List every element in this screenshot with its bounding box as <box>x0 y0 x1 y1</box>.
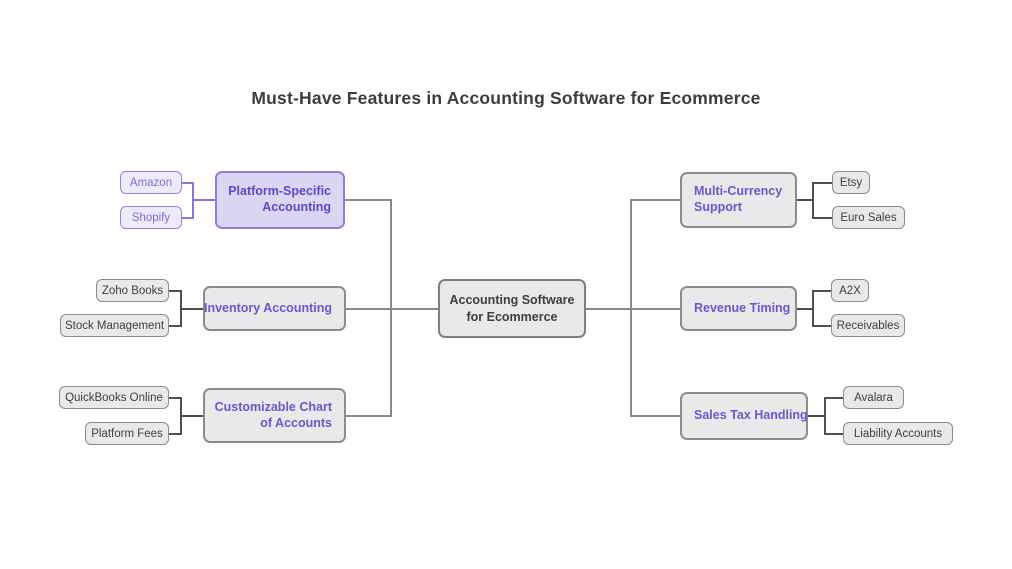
connector-receivables-stub <box>812 324 831 327</box>
node-etsy: Etsy <box>832 171 870 194</box>
node-platform-specific-accounting: Platform-Specific Accounting <box>215 171 345 229</box>
connector-amazon-stub <box>182 181 193 184</box>
node-quickbooks-online: QuickBooks Online <box>59 386 169 409</box>
connector-liability-stub <box>824 432 843 435</box>
node-revenue-timing: Revenue Timing <box>680 286 797 331</box>
connector-center-right-stub <box>586 307 681 310</box>
connector-salestax-stub <box>808 415 826 417</box>
node-amazon: Amazon <box>120 171 182 194</box>
node-central-topic: Accounting Software for Ecommerce <box>438 279 586 338</box>
connector-rgroup1-bracket <box>812 181 814 219</box>
connector-shopify-stub <box>182 216 193 219</box>
connector-group1-mid <box>191 199 215 201</box>
node-euro-sales: Euro Sales <box>832 206 905 229</box>
connector-multicurrency-stub <box>797 199 814 201</box>
connector-eurosales-stub <box>812 216 832 219</box>
node-customizable-chart-of-accounts: Customizable Chart of Accounts <box>203 388 346 443</box>
node-platform-fees: Platform Fees <box>85 422 169 445</box>
node-liability-accounts: Liability Accounts <box>843 422 953 445</box>
connector-right-branch3-stub <box>631 415 680 417</box>
node-avalara: Avalara <box>843 386 904 409</box>
connector-left-branch2-stub <box>346 307 438 310</box>
node-receivables: Receivables <box>831 314 905 337</box>
connector-group3-mid <box>179 414 203 417</box>
connector-zoho-stub <box>169 289 181 292</box>
node-a2x: A2X <box>831 279 869 302</box>
node-multi-currency-support: Multi-Currency Support <box>680 172 797 228</box>
connector-right-branch1-stub <box>631 199 680 201</box>
connector-group2-mid <box>179 307 203 310</box>
connector-etsy-stub <box>812 181 832 184</box>
connector-stock-stub <box>169 324 181 327</box>
connector-avalara-stub <box>824 396 843 399</box>
connector-left-branch3-stub <box>346 414 391 417</box>
connector-left-branch1-stub <box>345 199 391 201</box>
connector-rgroup3-bracket <box>824 396 826 435</box>
connector-revenuetiming-stub <box>797 307 814 310</box>
node-sales-tax-handling: Sales Tax Handling <box>680 392 808 440</box>
connector-rgroup2-bracket <box>812 289 814 327</box>
connector-a2x-stub <box>812 289 831 292</box>
connector-platformfees-stub <box>169 432 181 435</box>
diagram-title: Must-Have Features in Accounting Softwar… <box>251 88 761 108</box>
node-shopify: Shopify <box>120 206 182 229</box>
node-inventory-accounting: Inventory Accounting <box>203 286 346 331</box>
node-zoho-books: Zoho Books <box>96 279 169 302</box>
node-stock-management: Stock Management <box>60 314 169 337</box>
connector-quickbooks-stub <box>169 396 181 399</box>
